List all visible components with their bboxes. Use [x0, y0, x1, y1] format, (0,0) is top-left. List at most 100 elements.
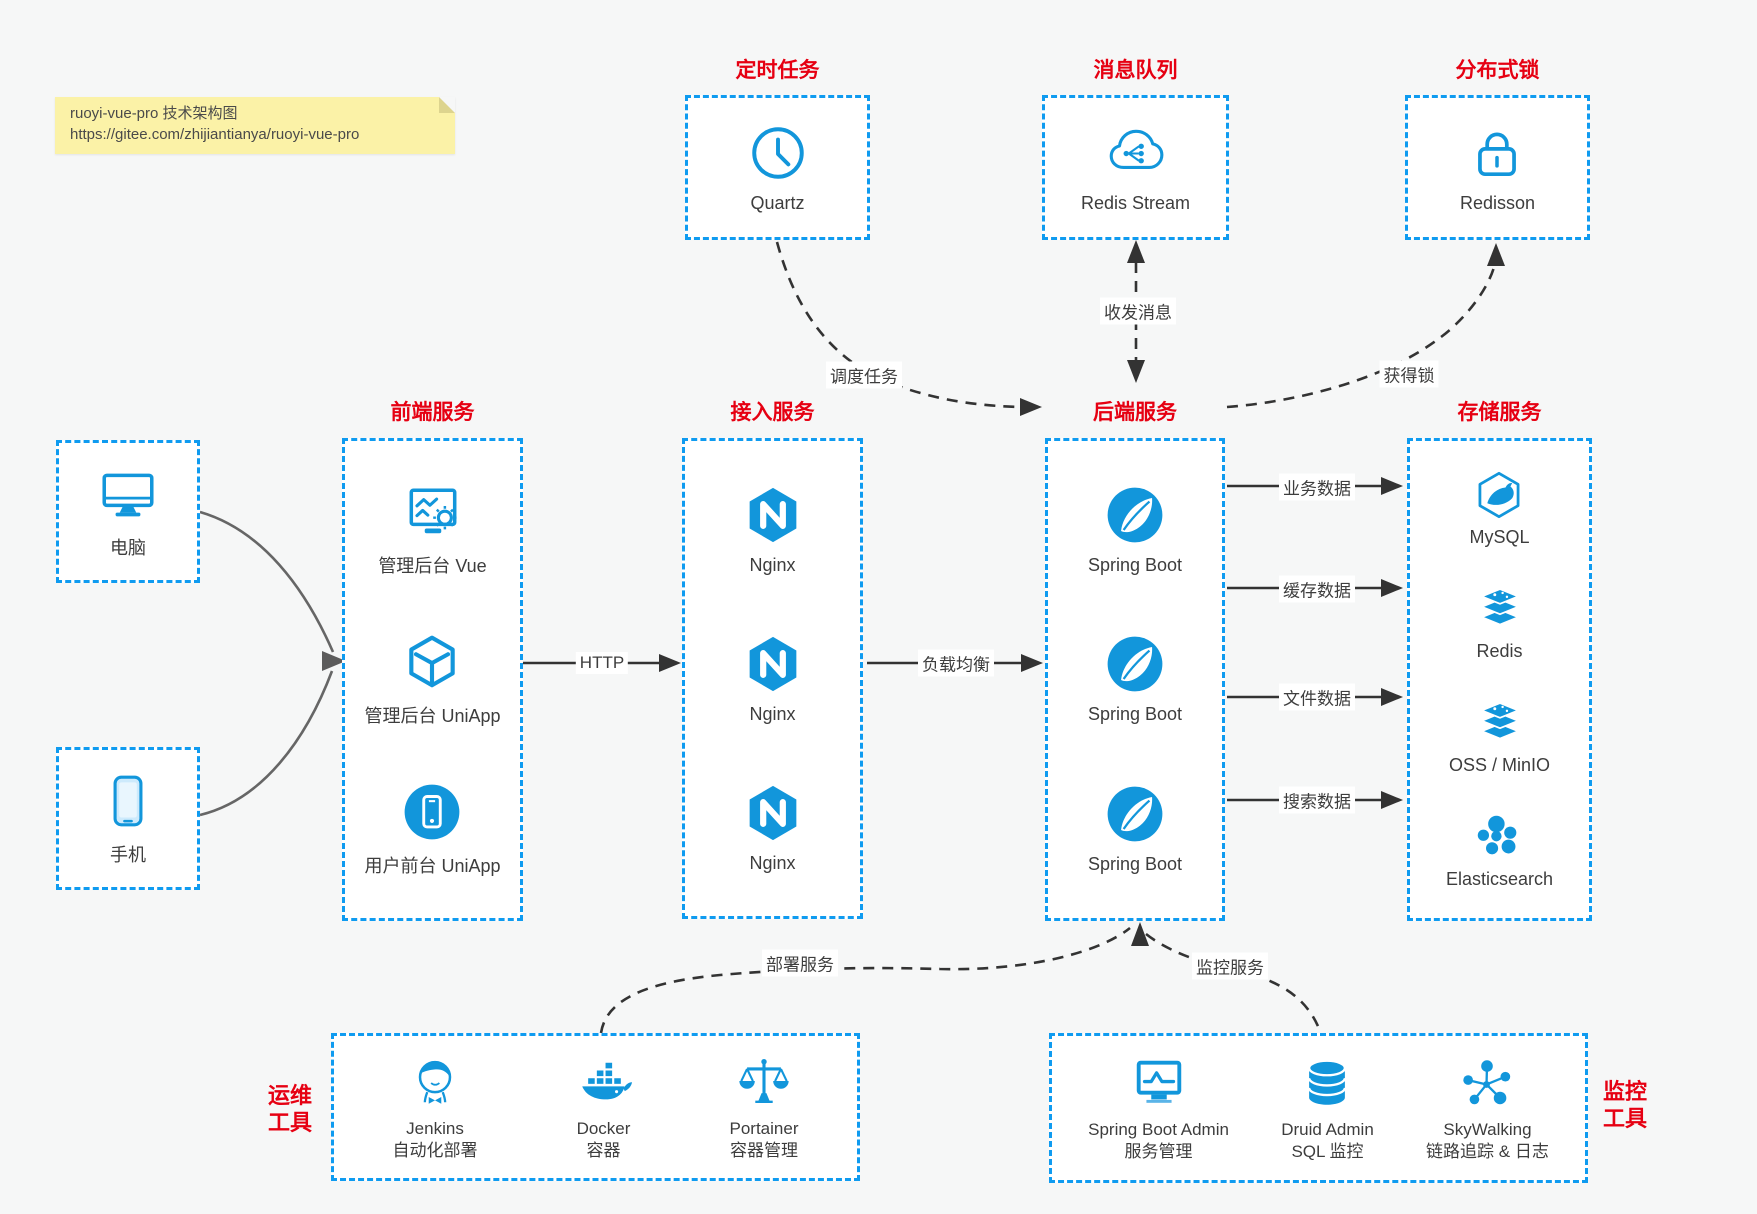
search-data-edge-label: 搜索数据 — [1279, 786, 1355, 814]
item-label: Nginx — [749, 703, 796, 724]
monitoring-item-sba: Spring Boot Admin 服务管理 — [1088, 1054, 1229, 1163]
acquire-lock-edge — [1226, 243, 1505, 409]
ops-side-title: 运维 工具 — [255, 1082, 325, 1136]
storage-item-redis: Redis — [1474, 583, 1526, 662]
phone-box: 手机 — [56, 747, 200, 890]
item-label: 电脑 — [110, 538, 146, 558]
cube-icon — [409, 635, 456, 688]
database-icon — [1308, 1059, 1347, 1105]
pc-item: 电脑 — [97, 463, 159, 560]
ops-item-docker: Docker 容器 — [575, 1053, 633, 1162]
nginx-icon — [749, 487, 796, 542]
item-label: 管理后台 Vue — [378, 556, 487, 577]
monitoring-side-line1: 监控 — [1602, 1079, 1647, 1104]
sticky-note: ruoyi-vue-pro 技术架构图 https://gitee.com/zh… — [55, 97, 455, 154]
scheduler-item: Quartz — [747, 122, 809, 214]
backend-item-spring-2: Spring Boot — [1088, 633, 1182, 725]
note-fold-corner — [439, 97, 455, 113]
item-name: SkyWalking — [1443, 1119, 1532, 1139]
item-label: Nginx — [749, 852, 796, 873]
smartphone-icon — [113, 775, 143, 827]
pc-to-frontend-edge — [199, 510, 335, 653]
backend-item-spring-1: Spring Boot — [1088, 484, 1182, 576]
item-label: OSS / MinIO — [1448, 755, 1551, 776]
ops-item-jenkins: Jenkins 自动化部署 — [393, 1053, 478, 1162]
scheduler-box: Quartz — [685, 95, 870, 240]
item-name: Jenkins — [406, 1118, 464, 1138]
note-url: https://gitee.com/zhijiantianya/ruoyi-vu… — [70, 126, 360, 143]
ops-side-line1: 运维 — [267, 1083, 312, 1108]
lock-box: Redisson — [1405, 95, 1590, 240]
monitor-edge-label: 监控服务 — [1192, 952, 1268, 980]
mq-item: Redis Stream — [1081, 122, 1190, 214]
biz-data-edge-label: 业务数据 — [1279, 473, 1355, 501]
item-label: 管理后台 UniApp — [364, 705, 501, 726]
clock-icon — [751, 126, 804, 179]
monitoring-item-druid: Druid Admin SQL 监控 — [1281, 1054, 1374, 1163]
frontend-group-title: 前端服务 — [390, 401, 475, 424]
item-desc: 容器管理 — [729, 1140, 798, 1160]
http-edge-label: HTTP — [575, 652, 629, 674]
item-label: Spring Boot — [1087, 854, 1183, 875]
monitoring-item-skywalking: SkyWalking 链路追踪 & 日志 — [1426, 1054, 1549, 1163]
oss-stack-icon — [1480, 702, 1519, 740]
ops-side-line2: 工具 — [267, 1110, 312, 1135]
backend-item-spring-3: Spring Boot — [1088, 783, 1182, 875]
spring-icon — [1107, 786, 1163, 842]
backend-box: Spring Boot Spring Boot Spring Boot — [1045, 438, 1225, 921]
cloud-queue-icon — [1110, 129, 1164, 169]
file-data-edge-label: 文件数据 — [1279, 683, 1355, 711]
cache-data-edge-label: 缓存数据 — [1279, 575, 1355, 603]
schedule-edge-label: 调度任务 — [826, 361, 902, 389]
item-label: Nginx — [749, 554, 796, 575]
storage-group-title: 存储服务 — [1457, 401, 1542, 424]
storage-item-mysql: MySQL — [1469, 469, 1530, 548]
gateway-group-title: 接入服务 — [730, 401, 815, 424]
item-label: 用户前台 UniApp — [364, 855, 501, 876]
item-desc: 容器 — [586, 1140, 621, 1160]
ops-item-portainer: Portainer 容器管理 — [729, 1053, 799, 1162]
gateway-item-nginx-3: Nginx — [742, 782, 804, 874]
mobile-app-icon — [405, 784, 460, 840]
gateway-box: Nginx Nginx Nginx — [682, 438, 863, 919]
nginx-icon — [749, 636, 796, 691]
monitoring-box: Spring Boot Admin 服务管理 Druid Admin SQL 监… — [1049, 1033, 1588, 1183]
phone-to-frontend-edge — [199, 651, 346, 817]
monitoring-side-title: 监控 工具 — [1590, 1078, 1660, 1132]
item-label: Spring Boot — [1087, 704, 1183, 725]
item-desc: SQL 监控 — [1291, 1141, 1364, 1161]
item-label: Spring Boot — [1087, 554, 1183, 575]
item-label: Quartz — [750, 192, 805, 213]
admin-screen-icon — [409, 488, 457, 534]
item-label: MySQL — [1469, 526, 1530, 547]
storage-item-oss: OSS / MinIO — [1449, 697, 1550, 776]
topology-icon — [1463, 1059, 1511, 1104]
portainer-icon — [739, 1058, 789, 1103]
item-name: Portainer — [729, 1118, 799, 1138]
frontend-box: 管理后台 Vue 管理后台 UniApp 用户前台 UniApp — [342, 438, 523, 921]
item-desc: 链路追踪 & 日志 — [1426, 1141, 1549, 1161]
lock-group-title: 分布式锁 — [1455, 59, 1540, 82]
message-edge-label: 收发消息 — [1100, 297, 1176, 325]
item-desc: 服务管理 — [1124, 1141, 1193, 1161]
acquire-lock-edge-label: 获得锁 — [1379, 360, 1439, 388]
desktop-icon — [102, 473, 154, 517]
item-label: Redis — [1476, 640, 1523, 661]
item-name: Druid Admin — [1281, 1119, 1374, 1139]
elasticsearch-icon — [1478, 816, 1517, 855]
spring-icon — [1107, 637, 1163, 692]
admin-monitor-icon — [1136, 1060, 1181, 1103]
item-name: Docker — [576, 1118, 631, 1138]
storage-box: MySQL Redis OSS / Mi — [1407, 438, 1592, 921]
gateway-item-nginx-2: Nginx — [742, 633, 804, 725]
backend-group-title: 后端服务 — [1093, 401, 1177, 424]
mysql-icon — [1479, 471, 1520, 518]
gateway-item-nginx-1: Nginx — [742, 484, 804, 576]
item-label: Redis Stream — [1080, 192, 1191, 213]
item-desc: 自动化部署 — [392, 1140, 478, 1160]
deploy-edge-label: 部署服务 — [762, 949, 838, 977]
frontend-item-uniapp-user: 用户前台 UniApp — [364, 781, 501, 878]
monitor-edge — [1145, 932, 1322, 1032]
scheduler-group-title: 定时任务 — [735, 59, 820, 82]
